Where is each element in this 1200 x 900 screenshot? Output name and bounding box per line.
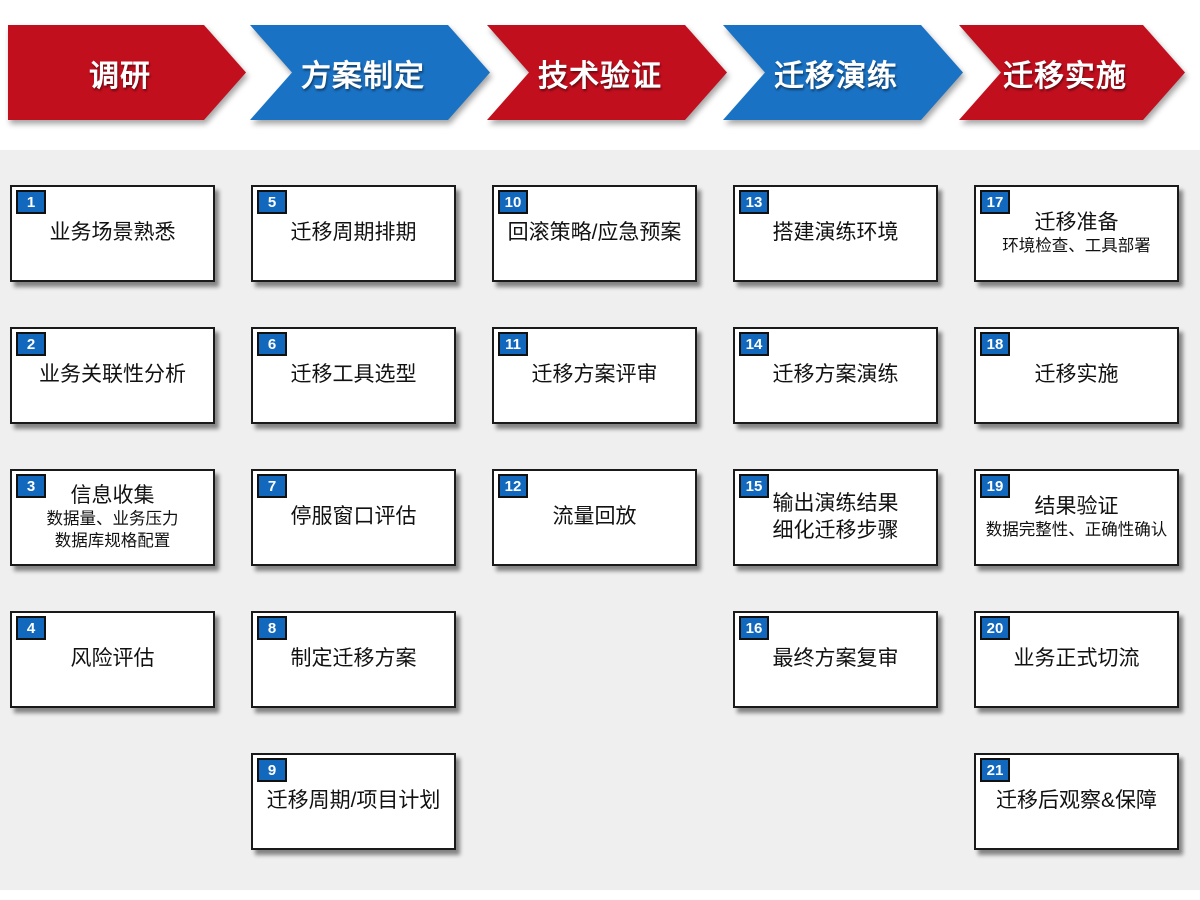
task-number-badge: 8 (257, 616, 287, 640)
phase-label: 迁移演练 (774, 59, 898, 93)
task-title: 信息收集 (70, 483, 155, 507)
task-box-9: 9 迁移周期/项目计划 (251, 753, 456, 850)
phase-arrow-shape: 调研 (8, 25, 246, 120)
task-box-19: 19 结果验证数据完整性、正确性确认 (974, 469, 1179, 566)
task-number-badge: 20 (980, 616, 1010, 640)
task-number-badge: 19 (980, 474, 1010, 498)
task-title: 搭建演练环境 (772, 221, 899, 245)
phase-arrow-shape: 迁移实施 (959, 25, 1185, 120)
task-title: 流量回放 (552, 505, 637, 529)
task-title: 迁移周期排期 (290, 221, 417, 245)
task-title: 结果验证 (1034, 494, 1119, 518)
task-number-badge: 15 (739, 474, 769, 498)
task-subtitle: 数据量、业务压力 数据库规格配置 (46, 510, 179, 550)
phase-arrow-3: 技术验证 (487, 25, 727, 120)
phase-label: 调研 (89, 59, 151, 93)
phase-arrow-1: 调研 (8, 25, 246, 120)
task-number-badge: 21 (980, 758, 1010, 782)
task-number-badge: 17 (980, 190, 1010, 214)
column-5: 17 迁移准备环境检查、工具部署 18 迁移实施 19 结果验证数据完整性、正确性确认 20… (974, 185, 1179, 850)
task-title: 迁移准备 (1034, 210, 1119, 234)
task-title: 迁移方案评审 (531, 363, 658, 387)
task-title: 最终方案复审 (772, 647, 899, 671)
task-number-badge: 18 (980, 332, 1010, 356)
task-title: 回滚策略/应急预案 (507, 221, 682, 245)
phase-arrow-5: 迁移实施 (959, 25, 1185, 120)
phase-label: 迁移实施 (1003, 59, 1127, 93)
task-number-badge: 3 (16, 474, 46, 498)
task-title: 迁移实施 (1034, 363, 1119, 387)
task-number-badge: 2 (16, 332, 46, 356)
task-number-badge: 6 (257, 332, 287, 356)
task-box-21: 21 迁移后观察&保障 (974, 753, 1179, 850)
task-number-badge: 13 (739, 190, 769, 214)
task-number-badge: 9 (257, 758, 287, 782)
phase-arrow-shape: 方案制定 (250, 25, 490, 120)
task-title: 输出演练结果 细化迁移步骤 (772, 492, 899, 542)
task-box-4: 4 风险评估 (10, 611, 215, 708)
task-number-badge: 14 (739, 332, 769, 356)
task-title: 迁移方案演练 (772, 363, 899, 387)
task-title: 迁移周期/项目计划 (266, 789, 441, 813)
task-number-badge: 1 (16, 190, 46, 214)
phase-arrow-band: 调研 方案制定 技术验证 迁移演练 迁移实施 (0, 25, 1200, 120)
task-subtitle: 数据完整性、正确性确认 (985, 520, 1168, 539)
task-title: 迁移后观察&保障 (995, 789, 1157, 813)
phase-label: 方案制定 (301, 59, 425, 93)
task-title: 停服窗口评估 (290, 505, 417, 529)
task-subtitle: 环境检查、工具部署 (1002, 236, 1151, 255)
task-box-3: 3 信息收集数据量、业务压力 数据库规格配置 (10, 469, 215, 566)
task-number-badge: 12 (498, 474, 528, 498)
phase-label: 技术验证 (538, 59, 662, 93)
task-title: 风险评估 (70, 647, 155, 671)
task-box-12: 12 流量回放 (492, 469, 697, 566)
task-box-2: 2 业务关联性分析 (10, 327, 215, 424)
task-title: 业务关联性分析 (39, 363, 186, 387)
task-number-badge: 7 (257, 474, 287, 498)
task-number-badge: 16 (739, 616, 769, 640)
task-box-17: 17 迁移准备环境检查、工具部署 (974, 185, 1179, 282)
task-box-10: 10 回滚策略/应急预案 (492, 185, 697, 282)
phase-arrow-shape: 技术验证 (487, 25, 727, 120)
task-number-badge: 5 (257, 190, 287, 214)
task-title: 业务场景熟悉 (49, 221, 176, 245)
task-box-18: 18 迁移实施 (974, 327, 1179, 424)
task-title: 制定迁移方案 (290, 647, 417, 671)
phase-arrow-2: 方案制定 (250, 25, 490, 120)
task-title: 迁移工具选型 (290, 363, 417, 387)
phase-arrow-4: 迁移演练 (723, 25, 963, 120)
task-number-badge: 10 (498, 190, 528, 214)
task-title: 业务正式切流 (1013, 647, 1140, 671)
task-number-badge: 4 (16, 616, 46, 640)
phase-arrow-shape: 迁移演练 (723, 25, 963, 120)
task-number-badge: 11 (498, 332, 528, 356)
